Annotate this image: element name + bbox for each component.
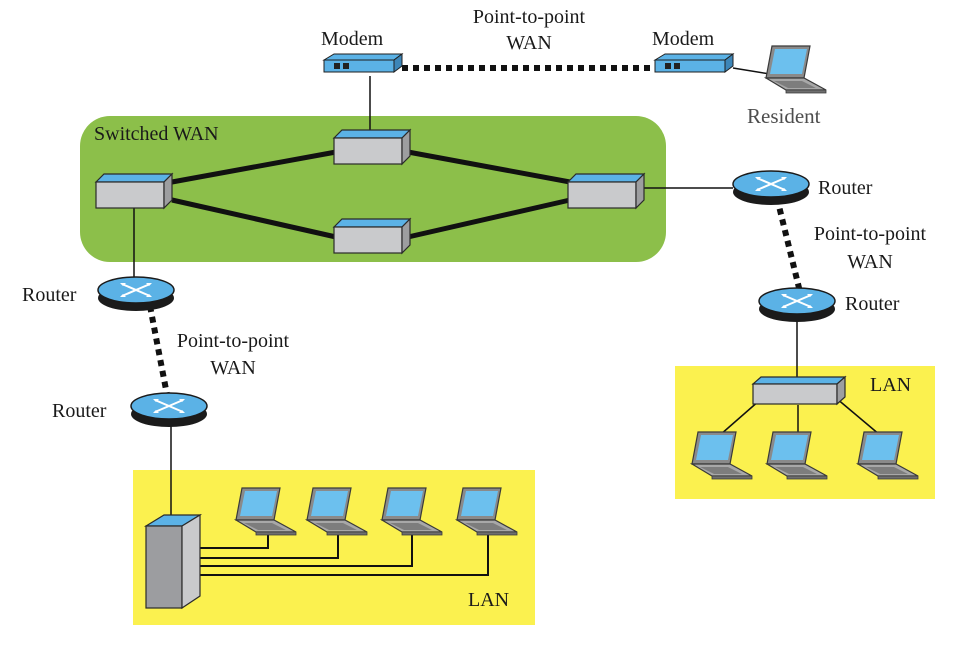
p2p-right-label-line2: WAN — [847, 251, 893, 273]
p2p-top-label-line2: WAN — [506, 32, 552, 54]
p2p-link-left — [147, 305, 171, 401]
switched-wan-links — [171, 149, 571, 240]
tower-switch-icon — [143, 513, 203, 610]
p2p-top-label-line1: Point-to-point — [473, 6, 586, 28]
router-icon — [130, 392, 208, 428]
router-icon — [758, 287, 836, 323]
switched-wan-label: Switched WAN — [94, 123, 219, 145]
link-modem-resident — [732, 67, 771, 75]
lan-right-label: LAN — [870, 374, 911, 396]
modem-left-label: Modem — [321, 28, 384, 50]
switch-icon — [567, 173, 645, 209]
p2p-left-label-line1: Point-to-point — [177, 330, 290, 352]
switched-wan-region — [80, 116, 666, 262]
p2p-link-right — [774, 197, 804, 297]
router-left-bottom-label: Router — [52, 400, 107, 422]
router-icon — [732, 170, 810, 206]
laptop-icon — [765, 45, 827, 94]
lan-right-links — [719, 397, 881, 436]
modem-icon — [323, 53, 403, 73]
modem-icon — [654, 53, 734, 73]
modem-right-label: Modem — [652, 28, 715, 50]
router-left-top-label: Router — [22, 284, 77, 306]
p2p-left-label-line2: WAN — [210, 357, 256, 379]
switch-icon — [333, 129, 411, 165]
switch-icon — [94, 172, 174, 210]
router-right-bottom-label: Router — [845, 293, 900, 315]
lan-left-links — [196, 534, 489, 576]
router-right-top-label: Router — [818, 177, 873, 199]
switch-icon — [333, 218, 411, 254]
lan-left-label: LAN — [468, 589, 509, 611]
p2p-right-label-line1: Point-to-point — [814, 223, 927, 245]
router-icon — [97, 276, 175, 312]
hub-icon — [751, 375, 847, 406]
resident-label: Resident — [747, 104, 821, 128]
